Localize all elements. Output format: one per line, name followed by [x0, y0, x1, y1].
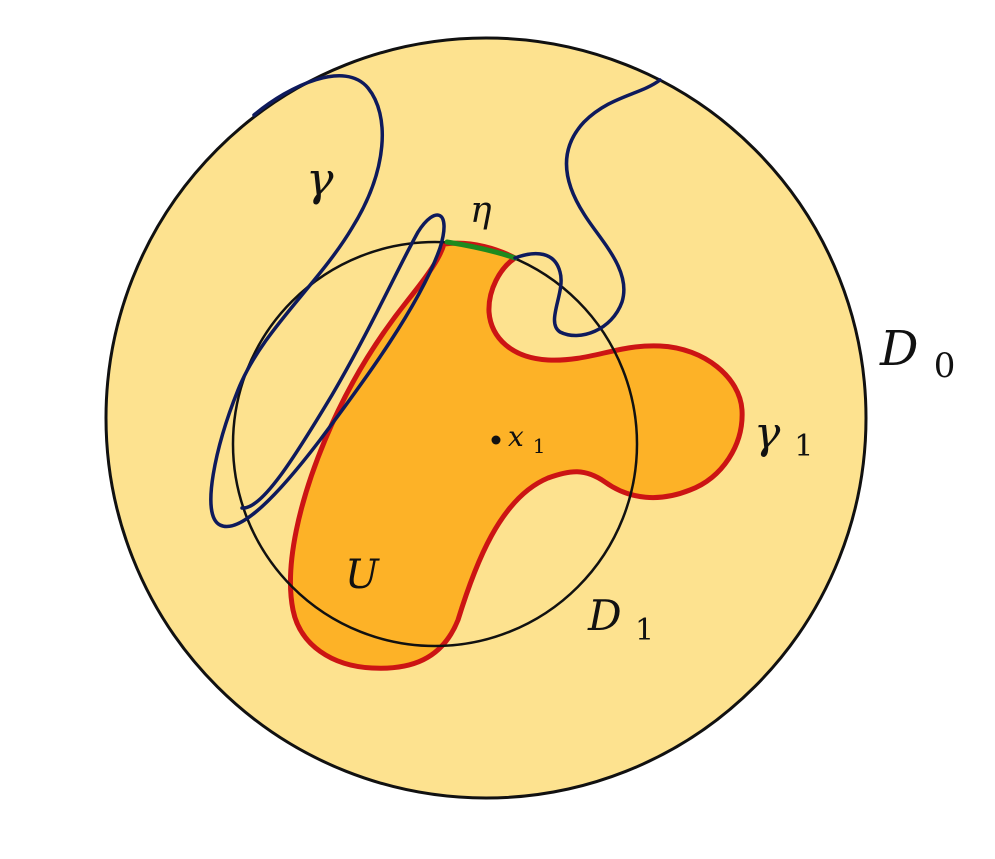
label-gamma1: γ 1 — [754, 408, 813, 464]
label-d1-main: D — [587, 591, 622, 640]
label-d1: D 1 — [587, 591, 654, 648]
label-u: U — [345, 552, 380, 598]
label-d0-main: D — [879, 321, 918, 377]
inner-disk-d1 — [231, 240, 639, 648]
curve-gamma-right — [513, 78, 662, 338]
curve-gamma-left — [209, 74, 446, 529]
label-eta: η — [470, 190, 492, 231]
label-x1-sub: 1 — [533, 434, 546, 458]
arc-eta — [444, 239, 518, 261]
label-x1: x 1 — [508, 420, 545, 458]
label-d0-sub: 0 — [934, 346, 956, 386]
label-d0: D 0 — [879, 321, 955, 386]
label-x1-main: x — [508, 420, 524, 453]
label-gamma1-sub: 1 — [794, 429, 813, 464]
region-u — [288, 240, 745, 671]
label-gamma: γ — [306, 152, 334, 206]
label-d1-sub: 1 — [635, 613, 654, 648]
point-x1 — [491, 435, 501, 445]
label-gamma1-main: γ — [754, 408, 781, 459]
